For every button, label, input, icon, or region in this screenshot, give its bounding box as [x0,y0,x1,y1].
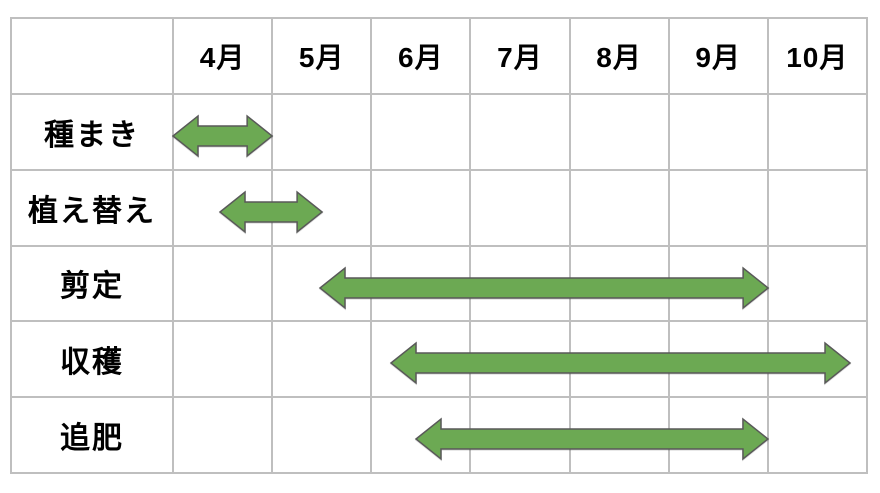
grid-cell [469,244,571,323]
row-label-repotting: 植え替え [10,168,174,247]
month-header-october: 10月 [766,17,868,95]
grid-cell [766,168,868,247]
grid-cell [469,93,571,171]
grid-cell [271,244,373,323]
grid-cell [469,168,571,247]
grid-cell [667,244,769,323]
grid-cell [171,93,274,171]
grid-cell [271,320,373,399]
corner-cell [10,17,174,95]
row-label-harvest: 収穫 [10,320,174,399]
grid-cell [568,168,670,247]
month-header-june: 6月 [370,17,472,95]
grid-cell [568,93,670,171]
grid-cell [568,244,670,323]
grid-cell [766,320,868,399]
schedule-table: 4月 5月 6月 7月 8月 9月 10月 種まき 植え替え [10,17,868,474]
grid-cell [370,244,472,323]
grid-cell [271,93,373,171]
grid-cell [171,244,274,323]
grid-cell [568,396,670,474]
header-row: 4月 5月 6月 7月 8月 9月 10月 [10,17,868,95]
grid-cell [171,320,274,399]
grid-cell [667,93,769,171]
month-header-april: 4月 [171,17,274,95]
grid-cell [271,396,373,474]
task-row-fertilizing: 追肥 [10,396,868,474]
month-header-august: 8月 [568,17,670,95]
task-row-pruning: 剪定 [10,244,868,323]
row-label-pruning: 剪定 [10,244,174,323]
grid-cell [370,168,472,247]
task-row-repotting: 植え替え [10,168,868,247]
grid-cell [370,93,472,171]
task-row-sowing: 種まき [10,93,868,171]
grid-cell [370,320,472,399]
grid-cell [667,320,769,399]
grid-cell [766,93,868,171]
grid-cell [766,396,868,474]
grid-cell [171,168,274,247]
grid-cell [469,396,571,474]
grid-cell [667,168,769,247]
month-header-july: 7月 [469,17,571,95]
month-header-may: 5月 [271,17,373,95]
month-header-september: 9月 [667,17,769,95]
grid-cell [568,320,670,399]
row-label-fertilizing: 追肥 [10,396,174,474]
grid-cell [171,396,274,474]
task-row-harvest: 収穫 [10,320,868,399]
grid-cell [469,320,571,399]
row-label-sowing: 種まき [10,93,174,171]
grid-cell [766,244,868,323]
grid-cell [370,396,472,474]
grid-cell [271,168,373,247]
grid-cell [667,396,769,474]
